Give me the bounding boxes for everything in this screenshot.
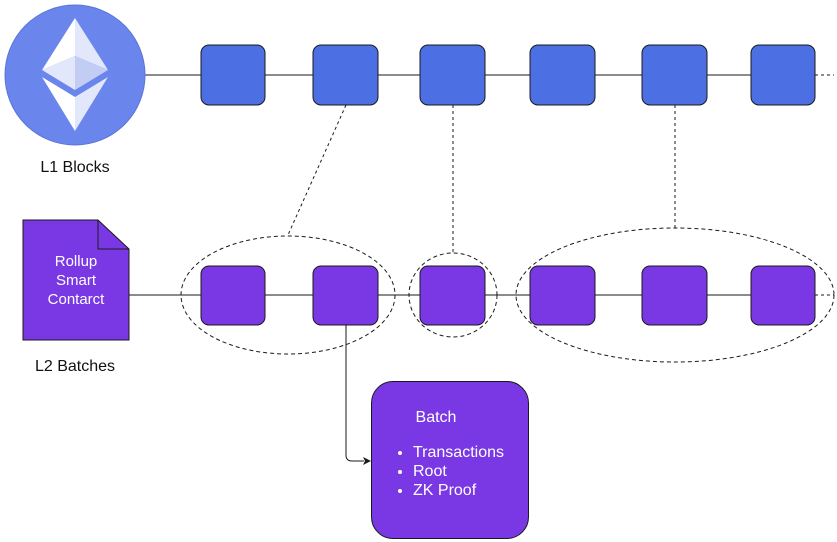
l1-block	[641, 44, 708, 106]
batch-item-transactions: Transactions	[413, 443, 504, 462]
l2-block	[200, 265, 266, 326]
l2-block	[419, 265, 486, 326]
l1-block	[419, 44, 486, 106]
l1-blocks	[200, 44, 816, 106]
batch-group-3	[515, 227, 835, 363]
l2-batches-label: L2 Batches	[35, 358, 115, 375]
l1-block	[312, 44, 379, 106]
l2-block	[641, 265, 708, 326]
batch-item-zk-proof: ZK Proof	[413, 481, 504, 500]
contract-label-line-2: Smart	[56, 272, 97, 289]
rollup-contract-document: Rollup Smart Contarct	[22, 219, 130, 341]
batch-item-root: Root	[413, 462, 504, 481]
l2-block	[750, 265, 816, 326]
batch-group-2	[408, 252, 498, 338]
batch-title: Batch	[415, 409, 457, 426]
connector-1	[287, 104, 347, 236]
l1-block	[200, 44, 266, 106]
batch-contents-list: Transactions Root ZK Proof	[394, 443, 504, 500]
document-icon	[22, 219, 130, 341]
ethereum-logo-icon	[4, 4, 146, 146]
batch-detail-card: Batch Transactions Root ZK Proof	[371, 381, 529, 539]
contract-label-line-3: Contarct	[48, 291, 106, 308]
l1-blocks-label: L1 Blocks	[40, 159, 109, 176]
batch-group-1	[180, 235, 396, 355]
l2-block	[312, 265, 379, 326]
contract-label-line-1: Rollup	[55, 253, 98, 270]
l1-block	[529, 44, 596, 106]
l2-blocks	[200, 265, 816, 326]
l1-block	[750, 44, 816, 106]
l2-block	[529, 265, 596, 326]
batch-arrow	[345, 325, 364, 462]
batch-arrowhead	[363, 457, 371, 465]
